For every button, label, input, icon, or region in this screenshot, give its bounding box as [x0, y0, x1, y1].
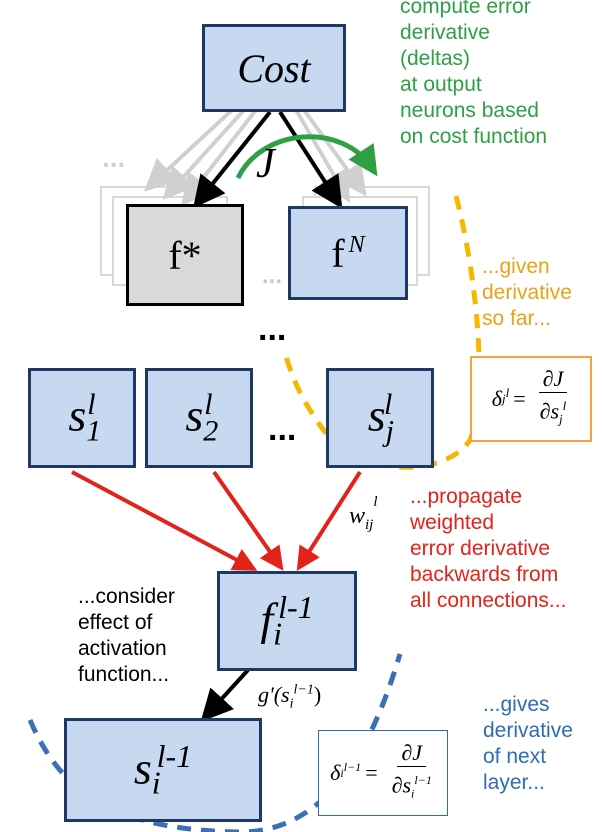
node-s2-label: s2l [185, 387, 219, 448]
annotation-cost-derivative: compute error derivative (deltas) at out… [400, 0, 548, 148]
arrow-s1-to-fi [71, 470, 258, 571]
ghost-arrow [162, 108, 246, 200]
edge-label-w: wijl [349, 494, 378, 533]
ghost-arrow [181, 108, 258, 207]
arrow-fi-to-si [200, 668, 250, 722]
node-cost-label: Cost [237, 45, 311, 91]
node-s1-label: s1l [68, 387, 102, 448]
ghost-arrow [302, 108, 367, 197]
edge-label-g-prime: g'(sil−1) [258, 682, 322, 712]
node-sj: sjl [326, 368, 434, 468]
node-cost: Cost [202, 24, 346, 112]
annotation-next-layer: ...gives derivative of next layer... [483, 693, 573, 794]
ellipsis-row: ... [268, 410, 297, 448]
annotation-activation: ...consider effect of activation functio… [78, 585, 175, 686]
ellipsis-between-f: ... [262, 262, 283, 289]
yellow-dashed-curve [283, 195, 482, 470]
green-curve-arrow [235, 134, 378, 180]
node-fi-label: fil-1 [260, 589, 314, 652]
arrow-sj-to-fi [296, 470, 362, 572]
node-sj-label: sjl [367, 387, 394, 448]
node-f-star-label: f* [168, 232, 202, 278]
ellipsis-middle: ... [258, 310, 287, 348]
blue-dashed-curve [27, 653, 403, 832]
node-fi: fil-1 [217, 571, 357, 671]
edge-label-j: J [256, 141, 275, 187]
node-f-star: f* [126, 204, 244, 306]
node-si-label: sil-1 [133, 738, 193, 801]
annotation-propagate: ...propagate weighted error derivative b… [410, 485, 567, 612]
ellipsis-top-left: ... [102, 142, 126, 173]
ghost-arrow [294, 108, 351, 203]
annotation-given-derivative: ...given derivative so far... [482, 255, 572, 330]
arrow-cost-to-fn [278, 110, 343, 209]
node-s1: s1l [28, 368, 136, 468]
arrow-cost-to-fstar [193, 110, 272, 209]
node-s2: s2l [145, 368, 253, 468]
arrow-s2-to-fi [212, 470, 284, 571]
node-si: sil-1 [64, 718, 262, 822]
